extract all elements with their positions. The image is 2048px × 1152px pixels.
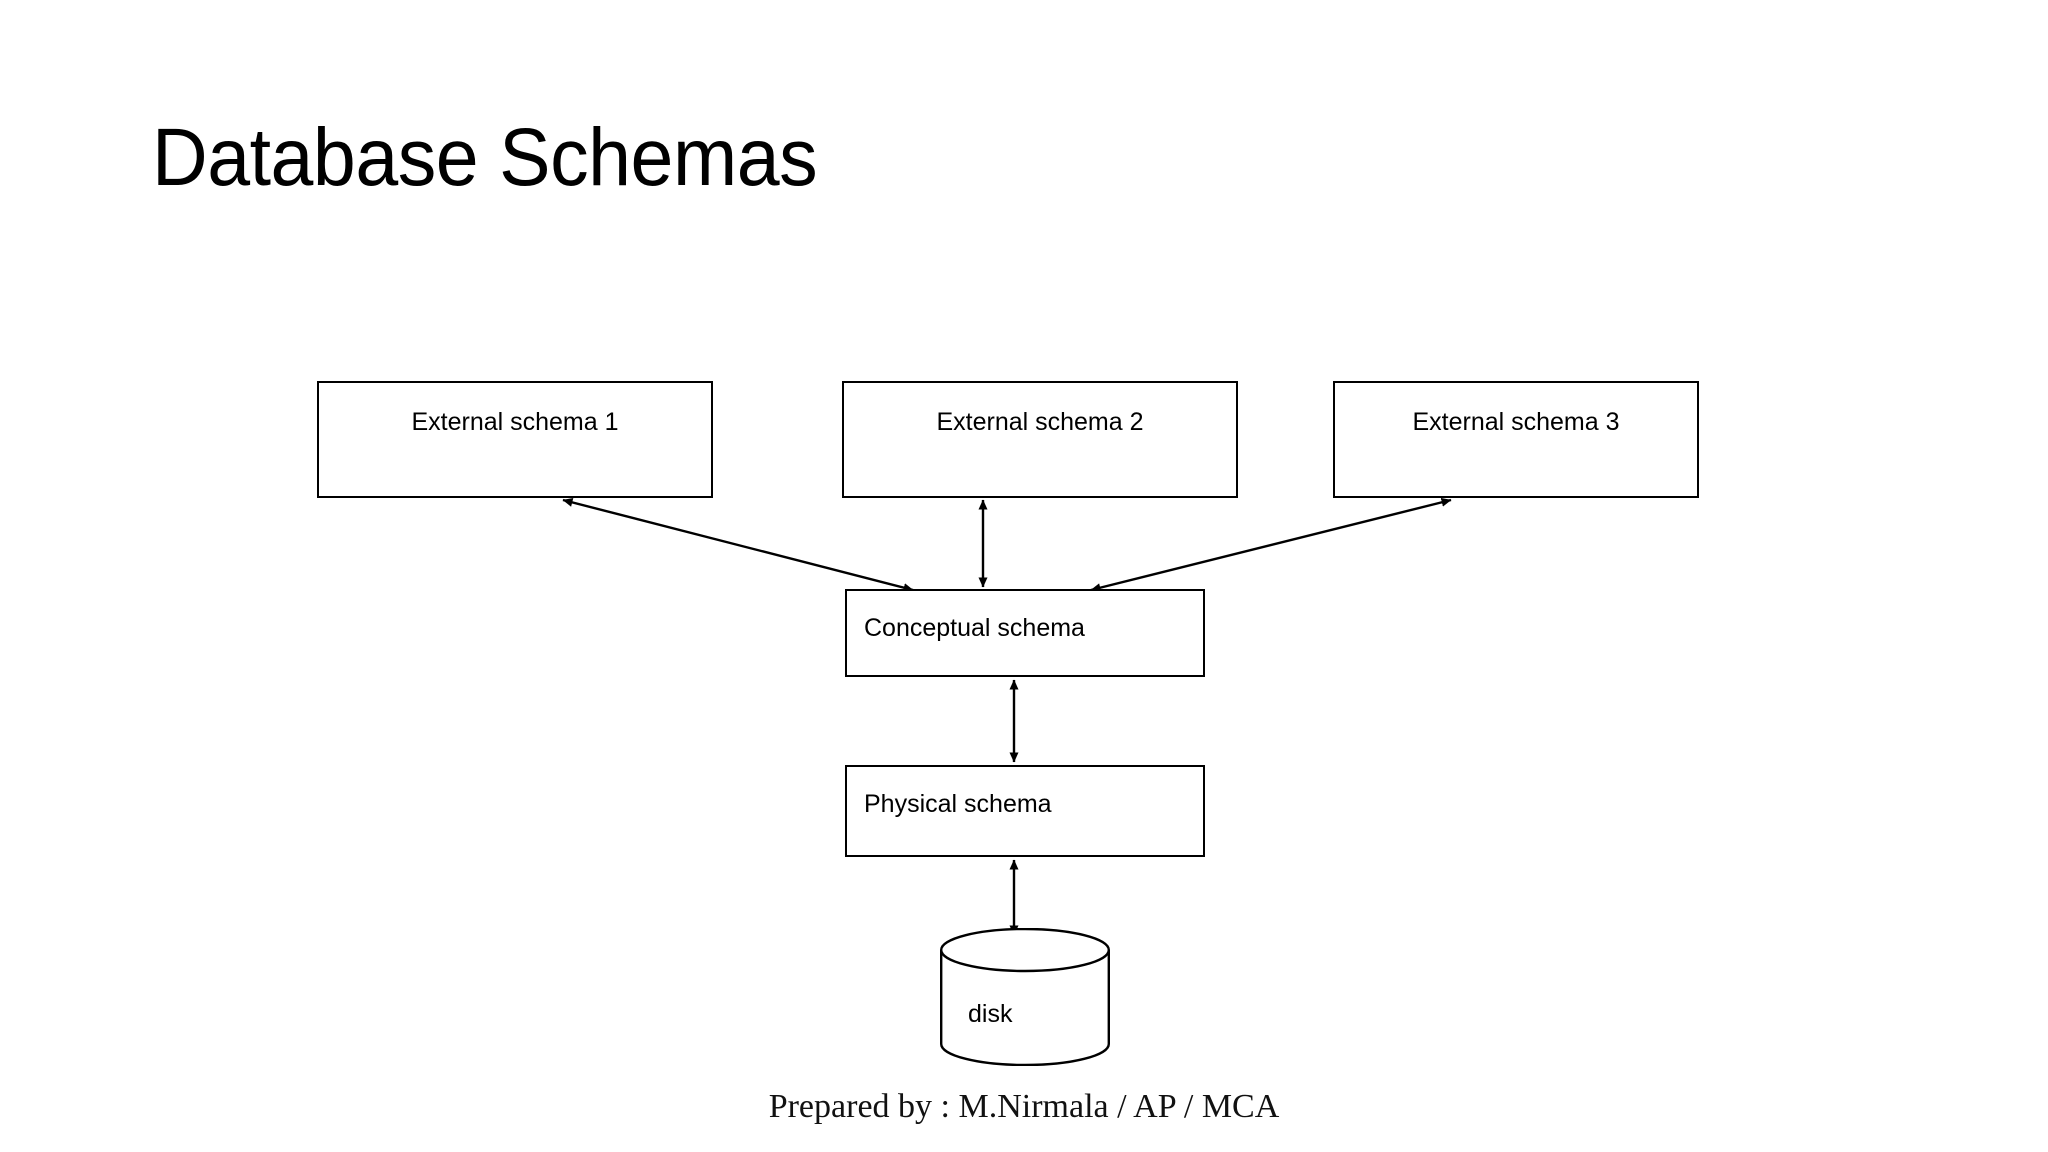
edge-conceptual-external3 xyxy=(1090,497,1452,593)
node-conceptual-schema-label: Conceptual schema xyxy=(864,614,1085,642)
node-physical-schema-label: Physical schema xyxy=(864,790,1052,818)
disk-label: disk xyxy=(968,1000,1013,1028)
node-physical-schema[interactable]: Physical schema xyxy=(845,765,1205,857)
edge-conceptual-external1 xyxy=(562,498,914,592)
node-external-schema-3-label: External schema 3 xyxy=(1412,408,1620,436)
footer-credit: Prepared by : M.Nirmala / AP / MCA xyxy=(768,1088,1280,1125)
node-external-schema-2[interactable]: External schema 2 xyxy=(842,381,1238,498)
page-title: Database Schemas xyxy=(152,112,818,203)
node-external-schema-3[interactable]: External schema 3 xyxy=(1333,381,1699,498)
node-conceptual-schema[interactable]: Conceptual schema xyxy=(845,589,1205,677)
node-external-schema-1-label: External schema 1 xyxy=(411,408,619,436)
node-external-schema-1[interactable]: External schema 1 xyxy=(317,381,713,498)
node-external-schema-2-label: External schema 2 xyxy=(936,408,1144,436)
disk-cylinder-icon[interactable] xyxy=(940,928,1110,1066)
